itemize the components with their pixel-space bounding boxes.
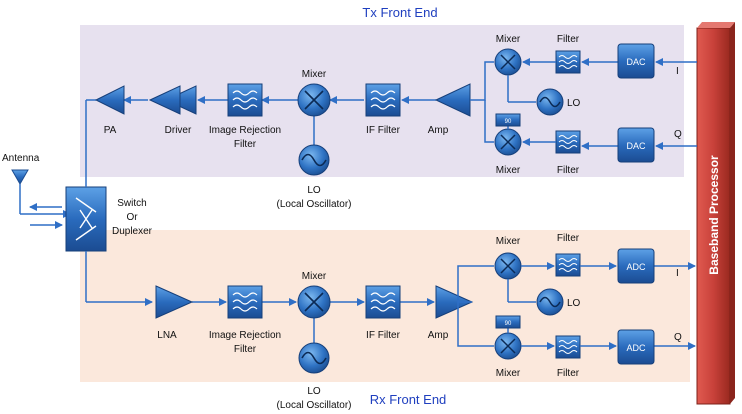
rx-filter-q xyxy=(555,335,581,359)
tx-image-filter-label-2: Filter xyxy=(234,139,257,150)
tx-amp-label: Amp xyxy=(428,125,449,136)
rx-phase-shifter: 90 xyxy=(495,315,521,329)
rx-mixer-i xyxy=(494,252,522,280)
rx-lo xyxy=(298,342,330,374)
tx-mixer-q-label: Mixer xyxy=(496,165,521,176)
tx-phase-label: 90 xyxy=(505,119,512,125)
tx-pa-label: PA xyxy=(104,125,117,136)
rx-lo-label-2: (Local Oscillator) xyxy=(276,400,351,411)
rx-phase-label: 90 xyxy=(505,321,512,327)
tx-mixer-i-label: Mixer xyxy=(496,34,521,45)
rx-adc-q: ADC xyxy=(617,329,655,365)
switch-label-duplexer: Duplexer xyxy=(112,226,153,237)
tx-if-filter xyxy=(365,83,401,117)
rx-image-filter xyxy=(227,285,263,319)
tx-driver xyxy=(148,85,197,115)
tx-mixer-i xyxy=(494,48,522,76)
tx-filter-q xyxy=(555,130,581,154)
rx-image-filter-label-2: Filter xyxy=(234,344,257,355)
rx-i-label: I xyxy=(676,268,679,279)
rx-image-filter-label: Image Rejection xyxy=(209,330,281,341)
rx-filter-q-label: Filter xyxy=(557,368,580,379)
tx-lo-label: LO xyxy=(307,185,321,196)
tx-phase-shifter: 90 xyxy=(495,113,521,127)
antenna-icon xyxy=(11,169,71,218)
tx-q-label: Q xyxy=(674,129,682,140)
rx-q-label: Q xyxy=(674,332,682,343)
tx-lo xyxy=(298,144,330,176)
switch-side-arrows xyxy=(29,203,63,229)
tx-title: Tx Front End xyxy=(362,5,437,20)
rx-adc-i: ADC xyxy=(617,248,655,284)
tx-filter-q-label: Filter xyxy=(557,165,580,176)
tx-image-filter xyxy=(227,83,263,117)
baseband-label: Baseband Processor xyxy=(707,155,721,275)
tx-driver-label: Driver xyxy=(165,125,192,136)
tx-dac-i: DAC xyxy=(617,43,655,79)
tx-image-filter-label: Image Rejection xyxy=(209,125,281,136)
switch-duplexer xyxy=(65,186,107,252)
tx-pa xyxy=(94,85,125,115)
tx-filter-i xyxy=(555,50,581,74)
rx-adc-q-label: ADC xyxy=(626,343,646,353)
tx-mixer-label: Mixer xyxy=(302,69,327,80)
rx-filter-i-label: Filter xyxy=(557,233,580,244)
switch-label-or: Or xyxy=(126,212,138,223)
tx-if-filter-label: IF Filter xyxy=(366,125,401,136)
rx-if-filter-label: IF Filter xyxy=(366,330,401,341)
tx-lo-label-2: (Local Oscillator) xyxy=(276,199,351,210)
tx-i-label: I xyxy=(676,66,679,77)
rx-adc-i-label: ADC xyxy=(626,262,646,272)
rx-mixer-label: Mixer xyxy=(302,271,327,282)
rx-amp-label: Amp xyxy=(428,330,449,341)
tx-mixer-q xyxy=(494,128,522,156)
tx-filter-i-label: Filter xyxy=(557,34,580,45)
rx-title: Rx Front End xyxy=(370,392,447,407)
rx-lna xyxy=(155,285,194,319)
rx-lo-iq xyxy=(536,288,564,316)
tx-dac-q: DAC xyxy=(617,127,655,163)
rx-mixer-q-label: Mixer xyxy=(496,368,521,379)
rx-mixer-q xyxy=(494,332,522,360)
tx-dac-i-label: DAC xyxy=(626,57,646,67)
antenna-label: Antenna xyxy=(2,153,40,164)
rx-lna-label: LNA xyxy=(157,330,177,341)
rx-if-filter xyxy=(365,285,401,319)
tx-lo-iq-label: LO xyxy=(567,98,581,109)
tx-dac-q-label: DAC xyxy=(626,141,646,151)
rx-lo-iq-label: LO xyxy=(567,298,581,309)
rx-mixer-i-label: Mixer xyxy=(496,236,521,247)
switch-label: Switch xyxy=(117,198,146,209)
tx-lo-iq xyxy=(536,88,564,116)
rx-lo-label: LO xyxy=(307,386,321,397)
baseband-processor: Baseband Processor xyxy=(696,22,735,405)
rx-filter-i xyxy=(555,253,581,277)
rx-amp xyxy=(435,285,474,319)
tx-mixer xyxy=(297,83,331,117)
rx-mixer xyxy=(297,285,331,319)
